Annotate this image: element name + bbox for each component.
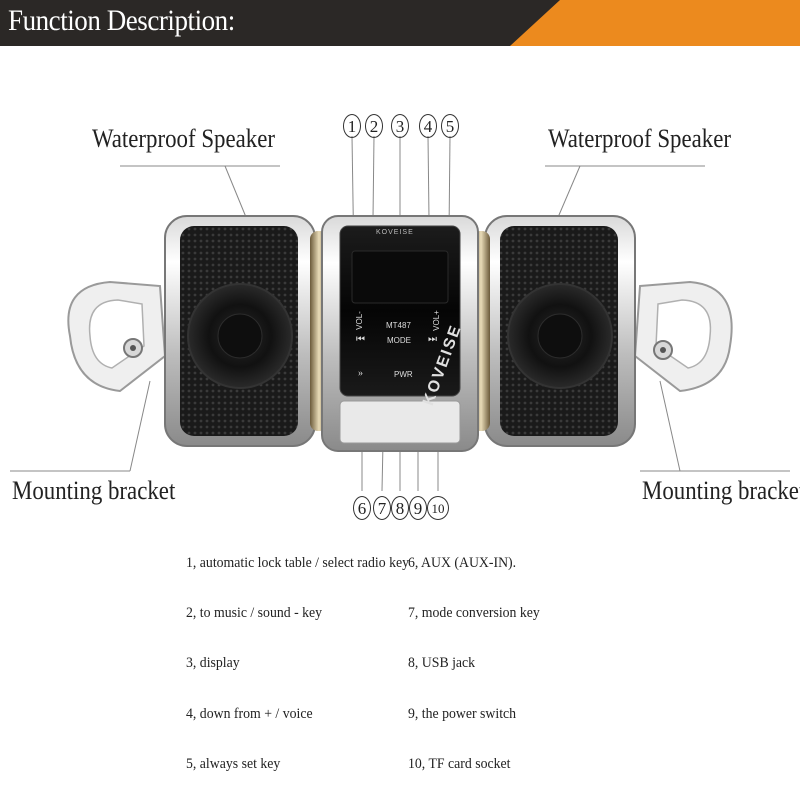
callout-bracket-right: Mounting bracket xyxy=(642,476,800,505)
legend-item: 10, TF card socket xyxy=(408,756,511,772)
right-speaker xyxy=(484,215,636,447)
callout-bracket-left: Mounting bracket xyxy=(12,476,176,505)
vol-minus-label: VOL- xyxy=(354,311,364,330)
marker-5: 5 xyxy=(441,114,459,138)
legend-item: 7, mode conversion key xyxy=(408,605,540,621)
callout-speaker-right: Waterproof Speaker xyxy=(548,124,732,153)
device-brand-label: KOVEISE xyxy=(376,229,414,236)
legend-item: 2, to music / sound - key xyxy=(186,605,323,621)
marker-4: 4 xyxy=(419,114,437,138)
callout-speaker-left: Waterproof Speaker xyxy=(92,124,276,153)
marker-3: 3 xyxy=(391,114,409,138)
page-title: Function Description: xyxy=(8,4,235,37)
left-mounting-bracket xyxy=(67,280,167,393)
fast-forward-icon: » xyxy=(358,368,363,379)
marker-1: 1 xyxy=(343,114,361,138)
legend-item: 4, down from + / voice xyxy=(186,706,313,722)
product-photo xyxy=(10,135,790,492)
marker-7: 7 xyxy=(373,496,391,520)
legend-item: 3, display xyxy=(186,655,240,671)
marker-10: 10 xyxy=(427,496,449,520)
mode-label: MODE xyxy=(387,336,411,345)
pwr-label: PWR xyxy=(394,370,413,379)
marker-2: 2 xyxy=(365,114,383,138)
header-accent-stripe xyxy=(510,0,800,46)
legend-item: 6, AUX (AUX-IN). xyxy=(408,555,517,571)
prev-track-icon: ⏮ xyxy=(356,334,365,345)
legend-item: 5, always set key xyxy=(186,756,281,772)
marker-6: 6 xyxy=(353,496,371,520)
left-speaker xyxy=(164,215,316,447)
marker-9: 9 xyxy=(409,496,427,520)
marker-8: 8 xyxy=(391,496,409,520)
legend-item: 8, USB jack xyxy=(408,655,476,671)
header-bar: Function Description: xyxy=(0,0,800,46)
right-mounting-bracket xyxy=(633,280,733,393)
control-unit xyxy=(321,215,479,452)
next-track-icon: ⏭ xyxy=(428,334,437,345)
vol-plus-label: VOL+ xyxy=(431,310,441,331)
legend-item: 9, the power switch xyxy=(408,706,517,722)
legend-item: 1, automatic lock table / select radio k… xyxy=(186,555,410,571)
lcd-display xyxy=(351,250,449,304)
device-model-label: MT487 xyxy=(386,321,411,330)
